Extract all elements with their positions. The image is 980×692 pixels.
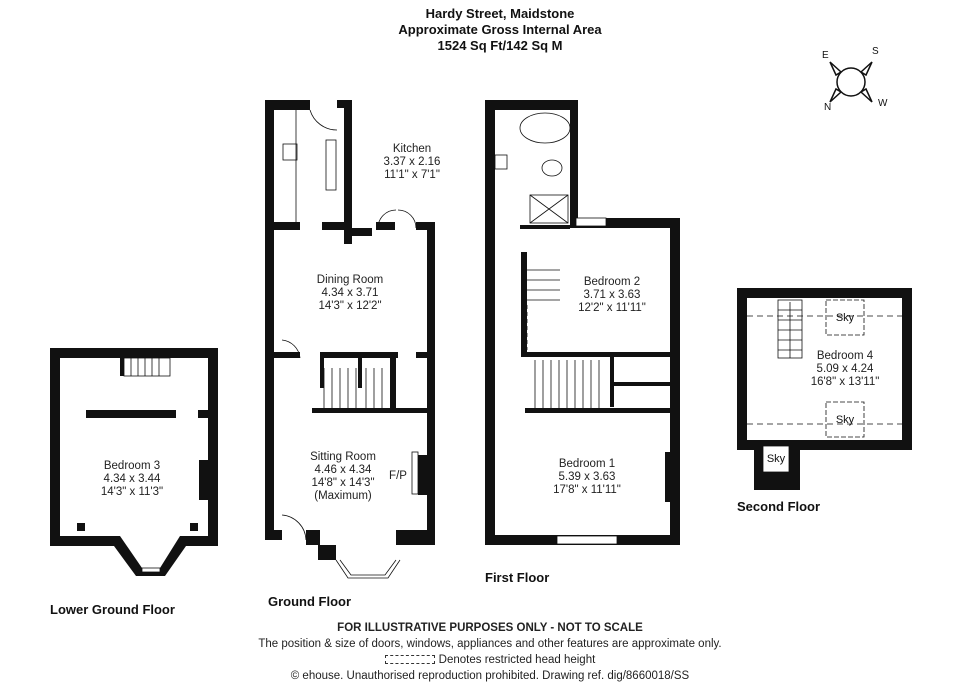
room-name: Dining Room [316,274,384,286]
room-imperial: 12'2" x 11'11" [578,302,646,314]
floor-label-ground: Ground Floor [268,594,352,609]
area-value: 1524 Sq Ft/142 Sq M [437,38,563,53]
room-label-kitchen: Kitchen 3.37 x 2.16 11'1" x 7'1" [384,143,441,182]
floor-label-second: Second Floor [737,499,821,514]
address-title: Hardy Street, Maidstone [425,6,575,21]
copyright: © ehouse. Unauthorised reproduction proh… [290,670,690,682]
room-label-sitting-room: Sitting Room 4.46 x 4.34 14'8" x 14'3" (… [310,451,376,503]
room-metric: 4.34 x 3.44 [103,473,161,485]
skylight-label: Sky [835,414,855,426]
area-title: Approximate Gross Internal Area [398,22,602,37]
compass-s: S [872,46,879,57]
compass-n: N [824,102,832,113]
floor-label-lower-ground: Lower Ground Floor [50,602,175,617]
room-imperial: 17'8" x 11'11" [553,484,621,496]
legend-row: Denotes restricted head height [220,652,760,668]
restricted-height-legend-icon [384,655,435,665]
footer-notes: FOR ILLUSTRATIVE PURPOSES ONLY - NOT TO … [220,620,760,684]
room-imperial: 14'8" x 14'3" [311,477,375,489]
first-floor-plan [485,100,680,545]
room-metric: 3.71 x 3.63 [583,289,641,301]
room-label-bedroom-4: Bedroom 4 5.09 x 4.24 16'8" x 13'11" [811,350,880,389]
compass-icon [829,61,873,103]
room-name: Kitchen [392,143,432,155]
compass-w: W [878,98,888,109]
room-note: (Maximum) [314,490,372,502]
room-imperial: 16'8" x 13'11" [810,376,880,388]
room-metric: 4.46 x 4.34 [314,464,372,476]
compass-e: E [822,50,829,61]
room-name: Bedroom 4 [816,350,874,362]
lower-ground-floor-plan [50,348,218,576]
room-name: Bedroom 1 [558,458,616,470]
room-label-bedroom-1: Bedroom 1 5.39 x 3.63 17'8" x 11'11" [553,458,621,497]
room-metric: 5.39 x 3.63 [558,471,616,483]
room-label-dining-room: Dining Room 4.34 x 3.71 14'3" x 12'2" [317,274,383,313]
room-imperial: 11'1" x 7'1" [384,169,440,181]
room-metric: 5.09 x 4.24 [816,363,874,375]
room-metric: 4.34 x 3.71 [321,287,379,299]
disclaimer: FOR ILLUSTRATIVE PURPOSES ONLY - NOT TO … [337,622,643,634]
room-name: Bedroom 2 [583,276,641,288]
plan-header: Hardy Street, Maidstone Approximate Gros… [370,6,630,54]
fireplace-label: F/P [389,470,407,482]
room-name: Sitting Room [310,451,376,463]
legend-text: Denotes restricted head height [438,654,596,666]
room-imperial: 14'3" x 11'3" [100,486,164,498]
skylight-label: Sky [835,312,855,324]
room-label-bedroom-3: Bedroom 3 4.34 x 3.44 14'3" x 11'3" [101,460,163,499]
ground-floor-plan [265,100,435,579]
room-name: Bedroom 3 [103,460,161,472]
approximate-note: The position & size of doors, windows, a… [258,638,722,650]
room-imperial: 14'3" x 12'2" [318,300,382,312]
floor-label-first: First Floor [485,570,550,585]
second-floor-plan [737,288,912,490]
skylight-label: Sky [766,453,786,465]
room-metric: 3.37 x 2.16 [383,156,441,168]
room-label-bedroom-2: Bedroom 2 3.71 x 3.63 12'2" x 11'11" [578,276,646,315]
